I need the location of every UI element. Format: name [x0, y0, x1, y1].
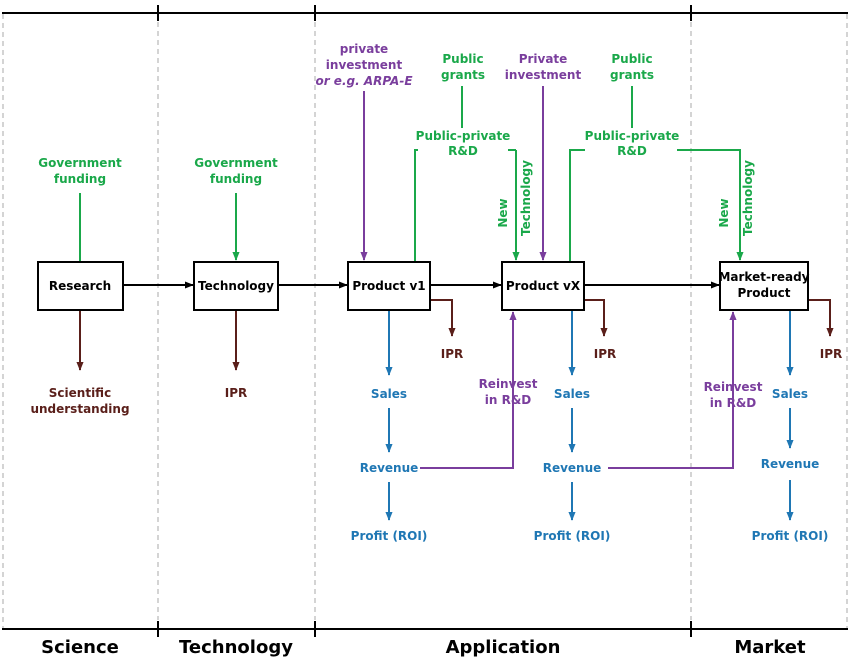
- box-research-label: Research: [49, 279, 111, 293]
- private-inv-1-line-2: investment: [326, 58, 403, 72]
- ipr-vx-label: IPR: [594, 347, 617, 361]
- ipr-vx-arrow: [584, 299, 608, 337]
- box-product-v1: Product v1: [347, 261, 431, 311]
- ppp-rd-left-2: [569, 149, 585, 262]
- box-market-ready-label-1: Market-ready: [718, 270, 809, 284]
- phase-application: Application: [446, 637, 561, 658]
- sales-1-label: Sales: [371, 387, 407, 401]
- phase-market: Market: [734, 637, 806, 658]
- box-product-vx: Product vX: [501, 261, 585, 311]
- sci-understanding-line-1: Scientific: [49, 386, 111, 400]
- box-market-ready-label-2: Product: [738, 286, 791, 300]
- ipr-market-arrow: [808, 299, 834, 337]
- ipr-market-label: IPR: [820, 347, 843, 361]
- green-flows: [79, 86, 744, 262]
- sales-3-label: Sales: [772, 387, 808, 401]
- sales-2-label: Sales: [554, 387, 590, 401]
- profit-1-label: Profit (ROI): [351, 529, 428, 543]
- revenue-2-label: Revenue: [543, 461, 602, 475]
- new-tech-2-line-2: Technology: [741, 160, 755, 236]
- phase-technology: Technology: [179, 637, 293, 658]
- gov-funding-1-line-1: Government: [38, 156, 122, 170]
- profit-3-label: Profit (ROI): [752, 529, 829, 543]
- public-grants-2-line-2: grants: [610, 68, 654, 82]
- arpa-e-label: or e.g. ARPA-E: [315, 74, 413, 88]
- reinvest-1-line-2: in R&D: [485, 393, 532, 407]
- reinvest-2-line-1: Reinvest: [704, 380, 763, 394]
- revenue-3-label: Revenue: [761, 457, 820, 471]
- private-inv-2-line-2: investment: [505, 68, 582, 82]
- ppp-rd-left-1: [414, 149, 418, 262]
- sci-understanding-line-2: understanding: [30, 402, 129, 416]
- box-research: Research: [37, 261, 124, 311]
- gov-funding-2-line-2: funding: [210, 172, 262, 186]
- purple-flows: [360, 86, 737, 469]
- new-tech-arrow-2: [677, 149, 744, 261]
- public-grants-1-line-2: grants: [441, 68, 485, 82]
- public-grants-1-line-1: Public: [442, 52, 483, 66]
- gov-funding-1-line-2: funding: [54, 172, 106, 186]
- new-tech-1-line-1: New: [496, 198, 510, 227]
- ppp-rd-1-line-2: R&D: [448, 144, 478, 158]
- private-inv-2-line-1: Private: [519, 52, 568, 66]
- box-product-vx-label: Product vX: [506, 279, 581, 293]
- ipr-v1-label: IPR: [441, 347, 464, 361]
- frame: [2, 5, 848, 637]
- gov-funding-2-line-1: Government: [194, 156, 278, 170]
- ipr-tech-label: IPR: [225, 386, 248, 400]
- blue-flows: [385, 310, 794, 521]
- phase-science: Science: [41, 637, 119, 658]
- ppp-rd-2-line-2: R&D: [617, 144, 647, 158]
- reinvest-arrow-1: [420, 311, 517, 469]
- brown-flows: [76, 299, 834, 371]
- private-inv-1-line-1: private: [340, 42, 388, 56]
- public-grants-2-line-1: Public: [611, 52, 652, 66]
- ppp-rd-1-line-1: Public-private: [416, 129, 511, 143]
- new-tech-2-line-1: New: [717, 198, 731, 227]
- revenue-1-label: Revenue: [360, 461, 419, 475]
- box-product-v1-label: Product v1: [352, 279, 425, 293]
- ipr-v1-arrow: [430, 299, 456, 337]
- box-market-ready-product: Market-ready Product: [718, 261, 810, 311]
- phase-dividers: [2, 14, 848, 628]
- new-tech-1-line-2: Technology: [519, 160, 533, 236]
- box-technology-label: Technology: [198, 279, 274, 293]
- reinvest-arrow-2: [608, 311, 737, 469]
- ppp-rd-2-line-1: Public-private: [585, 129, 680, 143]
- profit-2-label: Profit (ROI): [534, 529, 611, 543]
- reinvest-1-line-1: Reinvest: [479, 377, 538, 391]
- reinvest-2-line-2: in R&D: [710, 396, 757, 410]
- box-technology: Technology: [193, 261, 279, 311]
